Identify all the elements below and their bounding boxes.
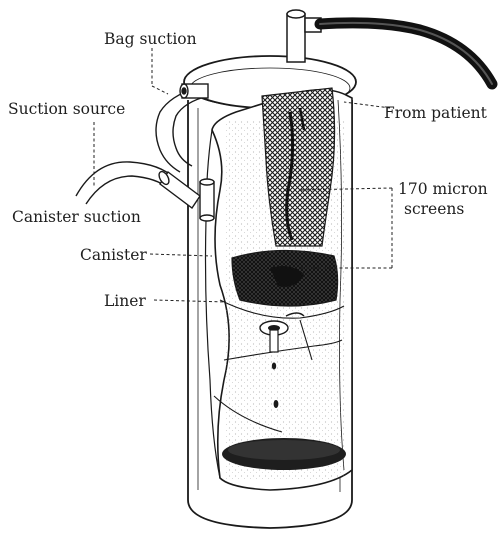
lower-screen [232, 250, 338, 306]
collected-fluid [222, 438, 346, 470]
label-screens-line2: screens [404, 200, 464, 218]
label-suction-source: Suction source [8, 100, 125, 118]
label-screens-line1: 170 micron [398, 180, 488, 198]
upper-screen [262, 88, 335, 246]
label-bag-suction: Bag suction [104, 30, 197, 48]
suction-source-tube [76, 162, 174, 204]
inlet-port [287, 10, 321, 62]
label-liner: Liner [104, 292, 146, 310]
label-canister: Canister [80, 246, 147, 264]
label-canister-suction: Canister suction [12, 208, 141, 226]
label-from-patient: From patient [384, 104, 487, 122]
